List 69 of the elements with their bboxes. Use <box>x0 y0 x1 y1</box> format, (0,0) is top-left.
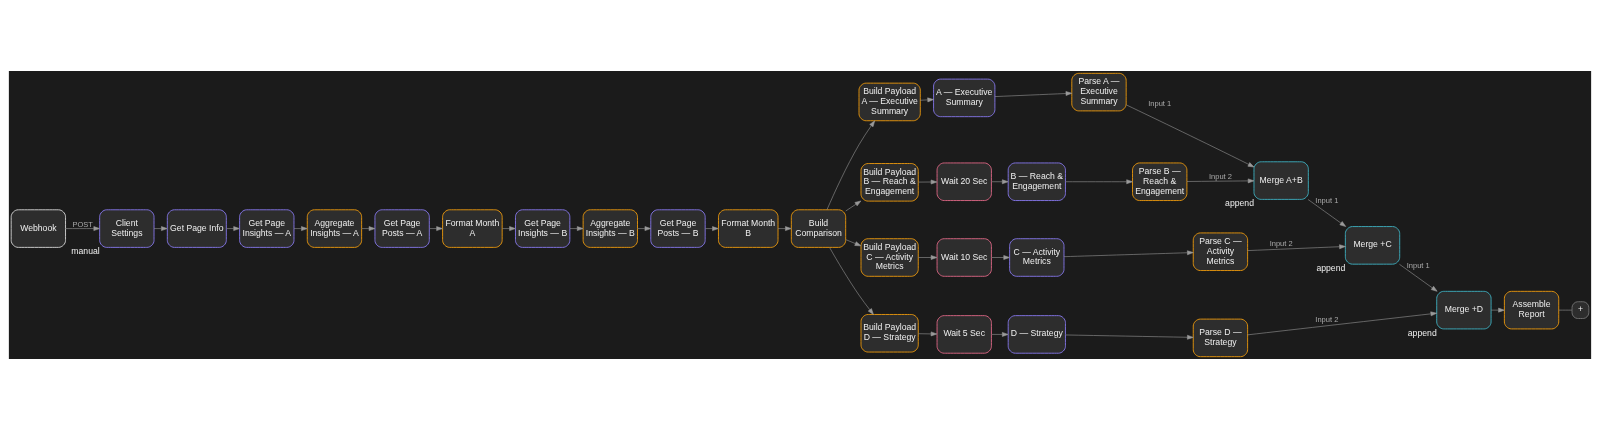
arrow <box>705 225 719 231</box>
arrow <box>918 254 938 260</box>
arrow <box>845 238 862 246</box>
arrow <box>1126 104 1255 167</box>
arrow <box>845 200 862 211</box>
arrow <box>1490 307 1505 312</box>
node-box: Merge A+B <box>1253 160 1309 200</box>
arrow <box>501 225 516 231</box>
node-box: Build Comparison <box>790 208 847 248</box>
arrow <box>991 178 1009 184</box>
node-box: Build Payload C — Activity Metrics <box>860 237 919 277</box>
arrow <box>569 225 584 231</box>
node-box: Get Page Insights — B <box>515 208 571 248</box>
node-box: Wait 20 Sec <box>936 162 992 201</box>
arrow <box>920 97 934 102</box>
arrow <box>637 225 651 231</box>
node-label: append <box>1225 197 1254 208</box>
node-box: Aggregate Insights — B <box>582 208 638 248</box>
arrow <box>1186 178 1255 183</box>
arrow <box>153 225 168 231</box>
node-box: B — Reach & Engagement <box>1007 162 1066 201</box>
node-label: manual <box>71 245 100 256</box>
arrow <box>829 246 874 315</box>
arrow <box>994 90 1073 97</box>
node-box: Build Payload D — Strategy <box>860 313 919 352</box>
arrow <box>1399 263 1438 292</box>
arrow <box>918 179 938 184</box>
arrow <box>429 225 443 231</box>
arrow <box>826 120 875 210</box>
node-box: Assemble Report <box>1503 290 1560 329</box>
arrow <box>1247 311 1437 335</box>
node-box: Wait 5 Sec <box>936 314 992 354</box>
arrow <box>293 225 308 231</box>
node-box: Format Month B <box>718 208 779 248</box>
node-box: Merge +D <box>1436 290 1492 329</box>
node-box: Client Settings <box>99 208 155 248</box>
node-box: Parse C — Activity Metrics <box>1192 232 1249 271</box>
node-box: Webhook <box>10 208 66 248</box>
arrow <box>918 331 938 336</box>
node-box: Get Page Insights — A <box>239 208 295 248</box>
node-label: append <box>1407 327 1437 338</box>
arrow <box>1065 334 1194 340</box>
node-box: Get Page Posts — A <box>374 208 430 248</box>
node-box: D — Strategy <box>1007 314 1066 354</box>
node-box: Get Page Info <box>166 208 227 248</box>
node-box: Build Payload A — Executive Summary <box>858 82 921 121</box>
arrow <box>991 331 1009 337</box>
node-box: Get Page Posts — B <box>650 208 706 248</box>
arrow <box>226 225 240 231</box>
node-box: Merge +C <box>1344 225 1401 265</box>
connector <box>1558 309 1573 310</box>
arrow <box>991 254 1010 260</box>
node-box: A — Executive Summary <box>933 78 996 117</box>
arrow <box>777 225 792 231</box>
node-box: C — Activity Metrics <box>1009 237 1065 277</box>
node-box: Parse B — Reach & Engagement <box>1132 162 1188 201</box>
node-box: Parse D — Strategy <box>1192 318 1249 357</box>
arrow <box>1063 249 1194 257</box>
node-box: Format Month A <box>442 208 503 248</box>
node-label: append <box>1316 262 1346 273</box>
arrow <box>65 225 100 231</box>
arrow <box>361 225 376 231</box>
node-box: Wait 10 Sec <box>936 237 992 277</box>
node-box: Aggregate Insights — A <box>306 208 363 248</box>
node-box: Build Payload B — Reach & Engagement <box>860 162 919 202</box>
node-box: Parse A — Executive Summary <box>1071 72 1127 111</box>
arrow <box>1307 198 1347 227</box>
arrow <box>1065 178 1133 184</box>
arrow <box>1247 243 1346 251</box>
